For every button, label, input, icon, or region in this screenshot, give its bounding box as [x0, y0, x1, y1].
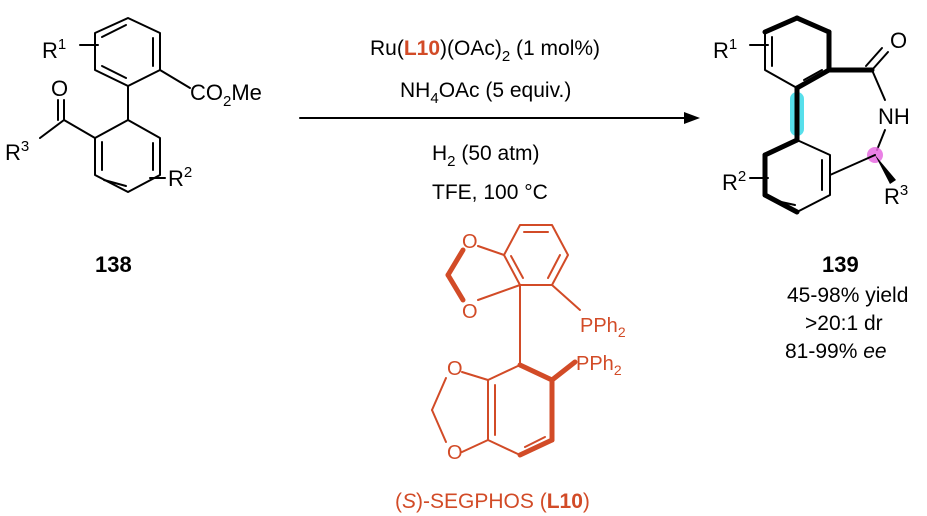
dr-text: >20:1 dr — [805, 312, 883, 335]
solvent-text: TFE, 100 °C — [432, 181, 548, 204]
ligand-lower-ring — [487, 364, 553, 456]
ligand-pph2-upper: PPh2 — [580, 315, 626, 340]
product-139: R1 O NH R3 R2 139 45-98% yield >20:1 dr … — [713, 15, 910, 363]
reactant-r2-label: R2 — [168, 164, 192, 191]
product-o-label: O — [890, 28, 907, 53]
ee-text: 81-99% ee — [785, 340, 887, 363]
ligand-segphos: O O PPh2 O O PPh2 (S)-SEGPHOS (L10) — [395, 224, 626, 513]
product-nh-label: NH — [878, 104, 910, 129]
ligand-o-1: O — [462, 231, 478, 253]
ligand-upper-ring — [503, 224, 569, 286]
product-r1-label: R1 — [713, 36, 737, 63]
reactant-ketone-o: O — [51, 76, 68, 101]
catalyst-text: Ru(L10)(OAc)2 (1 mol%) — [370, 37, 600, 65]
reactant-id-label: 138 — [95, 252, 132, 277]
ligand-pph2-lower: PPh2 — [576, 353, 622, 378]
ligand-o-2: O — [462, 301, 478, 323]
reagent-text: NH4OAc (5 equiv.) — [400, 79, 571, 107]
reactant-upper-ring — [94, 17, 161, 87]
reactant-r1-label: R1 — [42, 36, 66, 63]
r3-wedge — [875, 155, 896, 184]
reaction-arrow-group: Ru(L10)(OAc)2 (1 mol%) NH4OAc (5 equiv.)… — [299, 37, 700, 204]
reactant-r3-label: R3 — [5, 138, 29, 165]
reactant-ester-label: CO2Me — [190, 80, 262, 110]
reactant-138: R1 CO2Me R2 O R3 138 — [5, 17, 262, 277]
yield-text: 45-98% yield — [787, 284, 908, 307]
arrow-head — [684, 112, 700, 124]
gas-text: H2 (50 atm) — [432, 142, 540, 170]
product-r3-label: R3 — [884, 182, 908, 209]
ligand-name: (S)-SEGPHOS (L10) — [395, 490, 590, 513]
product-id-label: 139 — [822, 252, 859, 277]
product-r2-label: R2 — [722, 168, 746, 195]
ligand-o-3: O — [447, 358, 463, 380]
ligand-o-4: O — [447, 442, 463, 464]
